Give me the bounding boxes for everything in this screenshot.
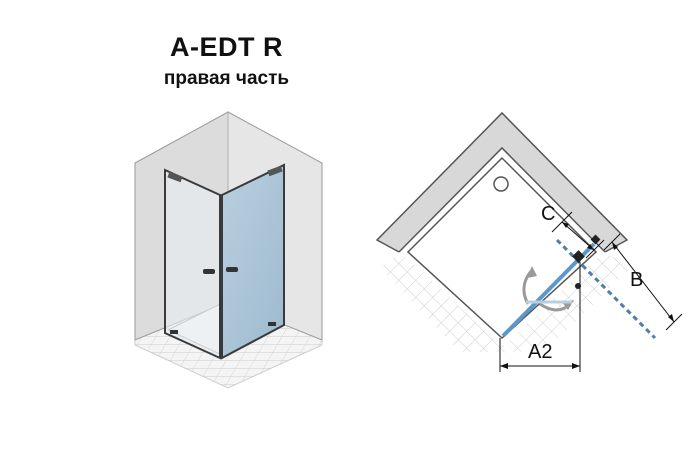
drain: [493, 176, 509, 192]
door-glass: [501, 256, 582, 338]
dimension-a2: A2: [499, 262, 581, 372]
product-title: A-EDT R: [170, 32, 283, 62]
dim-label-c: C: [541, 203, 555, 225]
hinge-right: [267, 165, 283, 177]
handle-right: [226, 267, 238, 272]
dimension-b: B: [603, 233, 683, 331]
dim-label-a2: A2: [528, 341, 552, 363]
left-glass-door: [164, 168, 221, 360]
dim-label-b: B: [630, 269, 643, 291]
rotation-arrow-icon: [522, 266, 574, 312]
right-glass-door: [221, 163, 285, 360]
handle-left: [203, 269, 215, 274]
hinge-left: [167, 171, 183, 183]
plan-view: C B A2: [375, 111, 683, 372]
plan-tray: [406, 156, 598, 340]
dimension-c: C: [541, 203, 605, 259]
iso-view: [134, 111, 323, 389]
product-subtitle: правая часть: [163, 68, 290, 89]
